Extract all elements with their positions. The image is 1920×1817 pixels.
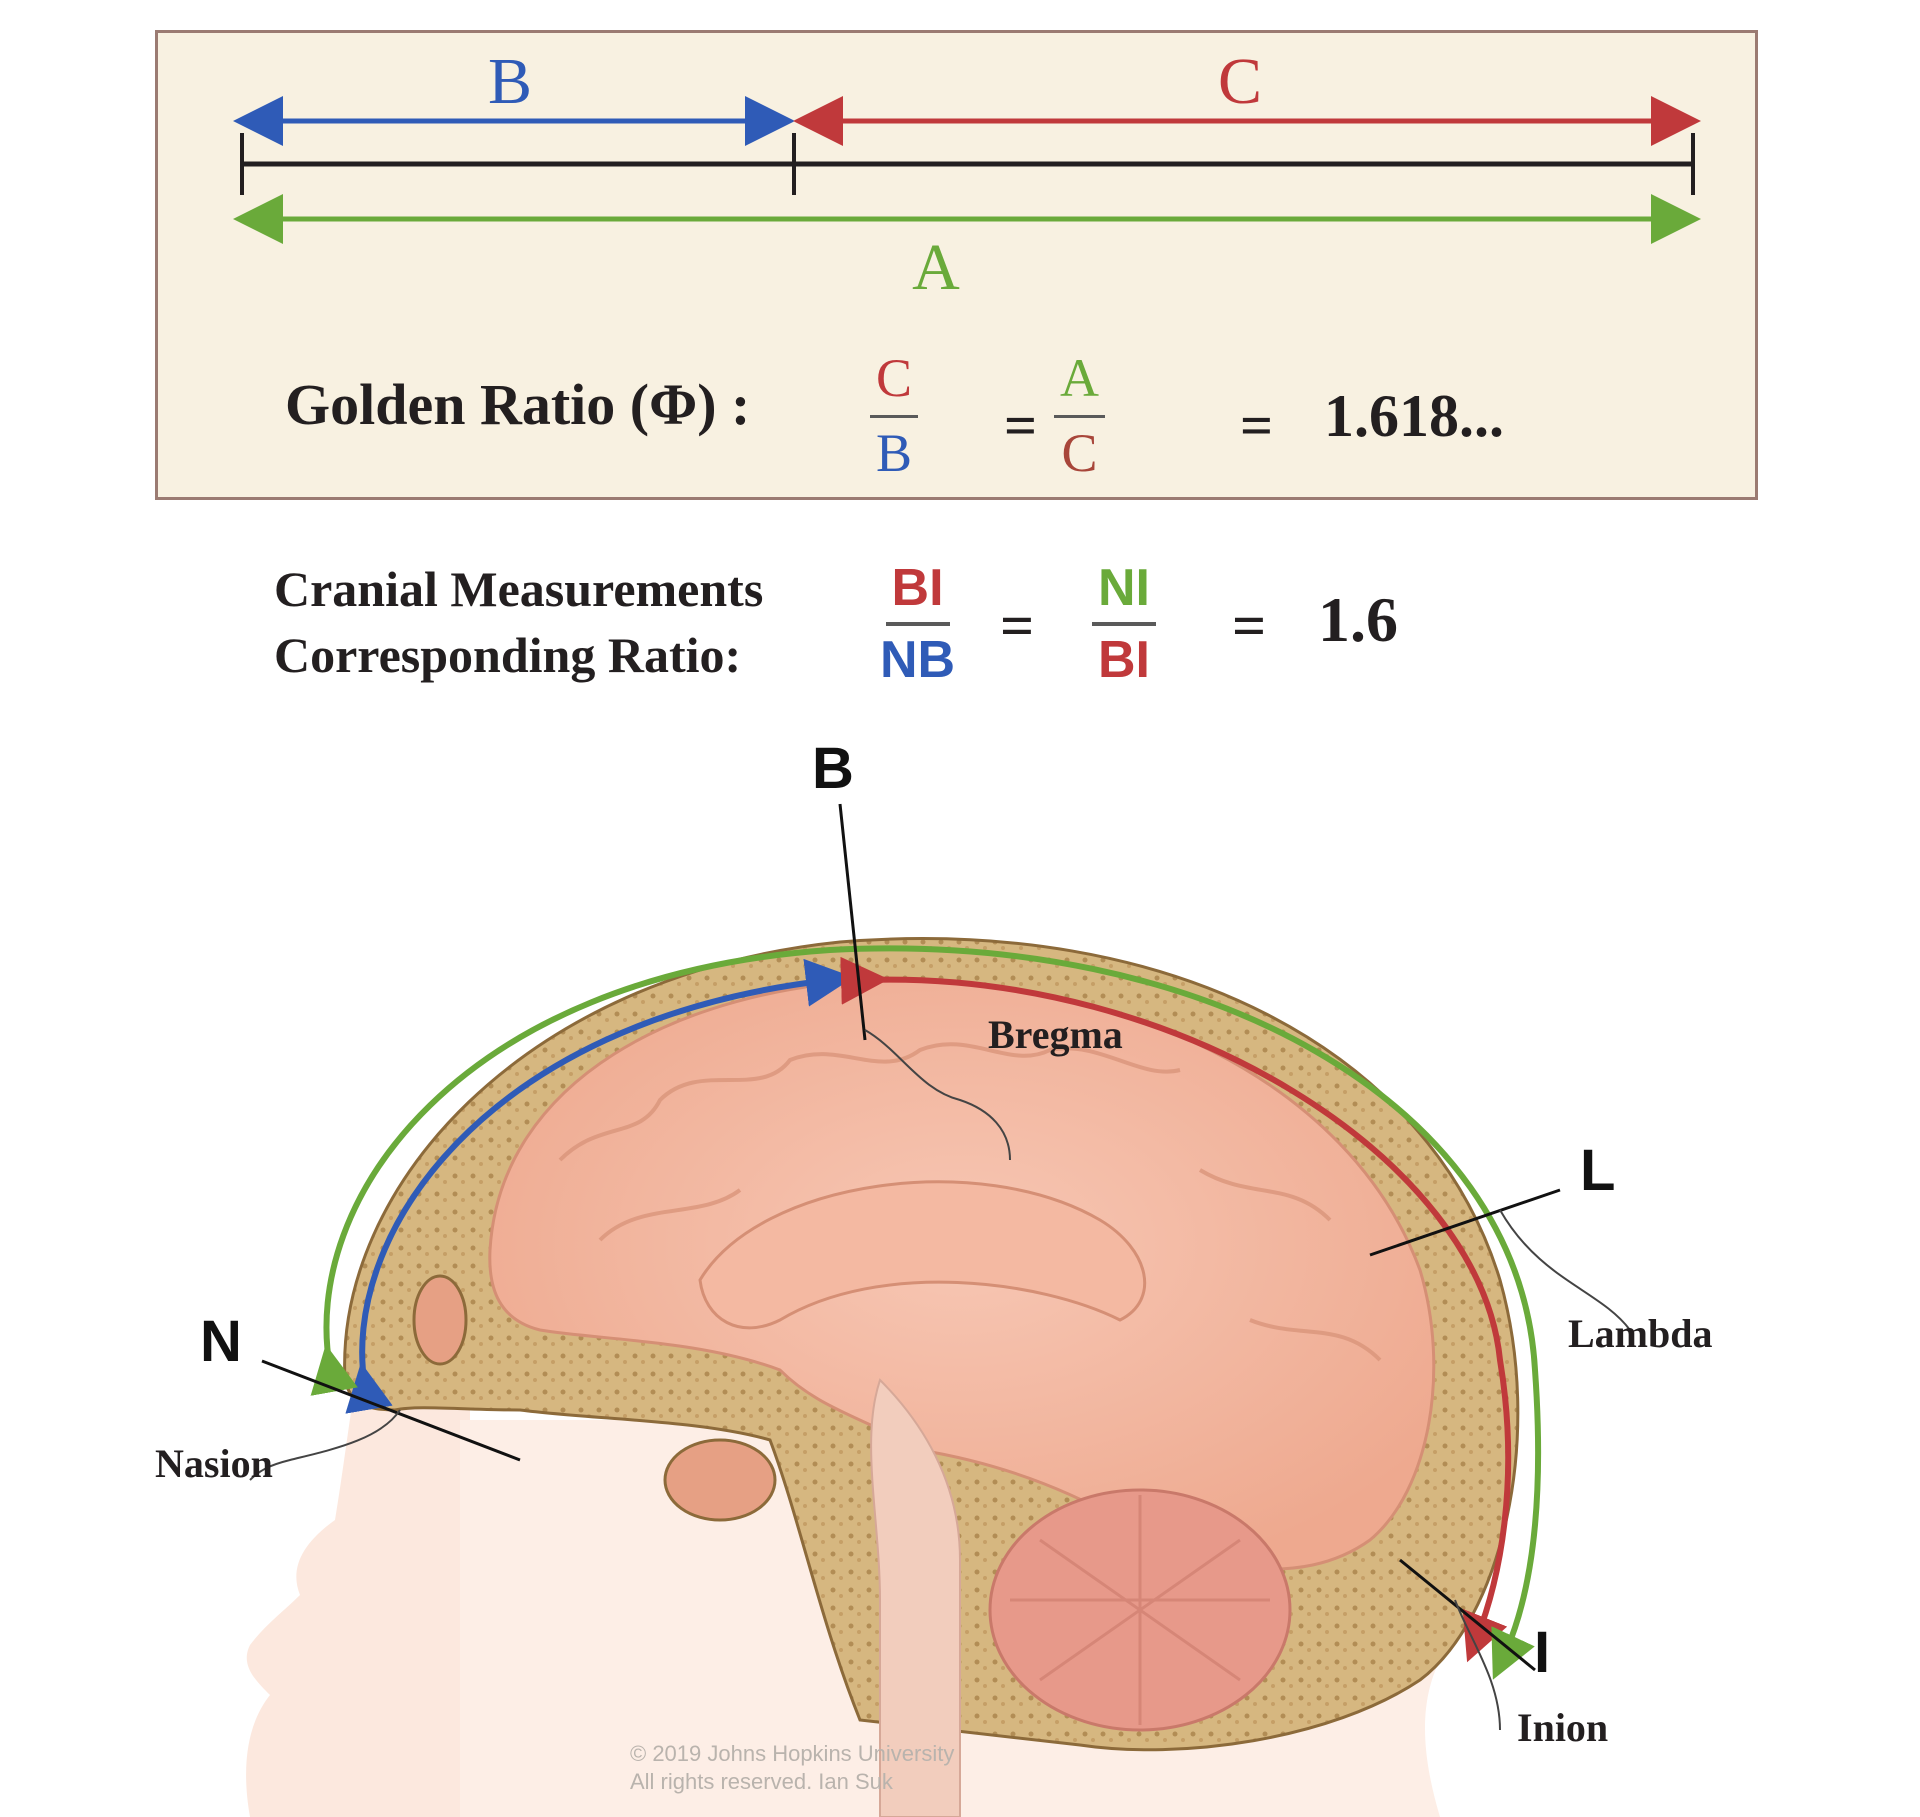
fraction-denominator: B bbox=[876, 423, 913, 483]
arc-nb-blue bbox=[345, 958, 854, 1414]
cranial-label-line2: Corresponding Ratio: bbox=[274, 627, 742, 683]
segment-diagram bbox=[233, 96, 1701, 244]
point-name-bregma: Bregma bbox=[988, 1012, 1123, 1057]
golden-fraction-c-over-b: C B bbox=[870, 351, 919, 483]
cranial-fraction-ni-over-bi: NI BI bbox=[1092, 562, 1156, 686]
pointer-b bbox=[838, 803, 867, 1041]
equals-sign: = bbox=[1232, 593, 1267, 659]
cranial-measurements: Cranial Measurements Corresponding Ratio… bbox=[0, 540, 1920, 720]
sphenoid-sinus bbox=[663, 1438, 777, 1522]
fraction-numerator: BI bbox=[885, 562, 950, 626]
sagittal-head-illustration: B Bregma L Lambda N Nasion I Inion © 201… bbox=[0, 720, 1920, 1817]
golden-ratio-title: Golden Ratio (Φ) : bbox=[285, 372, 751, 437]
equals-sign: = bbox=[1004, 393, 1038, 458]
leader-inion bbox=[1454, 1599, 1501, 1731]
golden-ratio-value: 1.618... bbox=[1324, 383, 1504, 449]
leader-bregma bbox=[864, 1029, 1011, 1161]
fraction-numerator: NI bbox=[1092, 562, 1156, 626]
golden-fraction-a-over-c: A C bbox=[1054, 351, 1105, 480]
pointer-i bbox=[1399, 1558, 1536, 1672]
arc-ni-green bbox=[310, 945, 1542, 1680]
point-name-nasion: Nasion bbox=[155, 1441, 273, 1486]
golden-ratio-panel: B C A Golden Ratio (Φ) : C B = A C = 1.6… bbox=[155, 30, 1758, 500]
leader-lambda bbox=[1499, 1209, 1631, 1331]
fraction-denominator: C bbox=[1061, 423, 1098, 483]
equals-sign: = bbox=[1240, 393, 1274, 458]
pointer-l bbox=[1369, 1188, 1561, 1257]
point-letter-l: L bbox=[1580, 1138, 1616, 1203]
copyright-line2: All rights reserved. Ian Suk bbox=[630, 1768, 893, 1794]
fraction-denominator: BI bbox=[1098, 631, 1150, 689]
equals-sign: = bbox=[1000, 593, 1035, 659]
copyright-line1: © 2019 Johns Hopkins University bbox=[630, 1741, 955, 1766]
segment-label-b: B bbox=[487, 45, 533, 118]
cranial-label-line1: Cranial Measurements bbox=[274, 561, 764, 617]
point-letter-i: I bbox=[1534, 1620, 1551, 1685]
frontal-sinus bbox=[412, 1274, 468, 1366]
copyright-notice: © 2019 Johns Hopkins University All righ… bbox=[630, 1740, 954, 1795]
head-drawing bbox=[246, 803, 1631, 1817]
cranial-ratio-value: 1.6 bbox=[1318, 584, 1398, 655]
pointer-n bbox=[261, 1359, 521, 1462]
segment-label-c: C bbox=[1217, 45, 1263, 118]
cranial-fraction-bi-over-nb: BI NB bbox=[880, 562, 955, 686]
point-letter-b: B bbox=[812, 736, 854, 801]
fraction-numerator: A bbox=[1054, 351, 1105, 418]
point-name-lambda: Lambda bbox=[1568, 1311, 1713, 1356]
point-letter-n: N bbox=[200, 1309, 242, 1374]
segment-label-a: A bbox=[912, 231, 960, 304]
fraction-numerator: C bbox=[870, 351, 919, 418]
fraction-denominator: NB bbox=[880, 631, 956, 689]
point-name-inion: Inion bbox=[1517, 1705, 1609, 1750]
leader-nasion bbox=[249, 1409, 401, 1481]
